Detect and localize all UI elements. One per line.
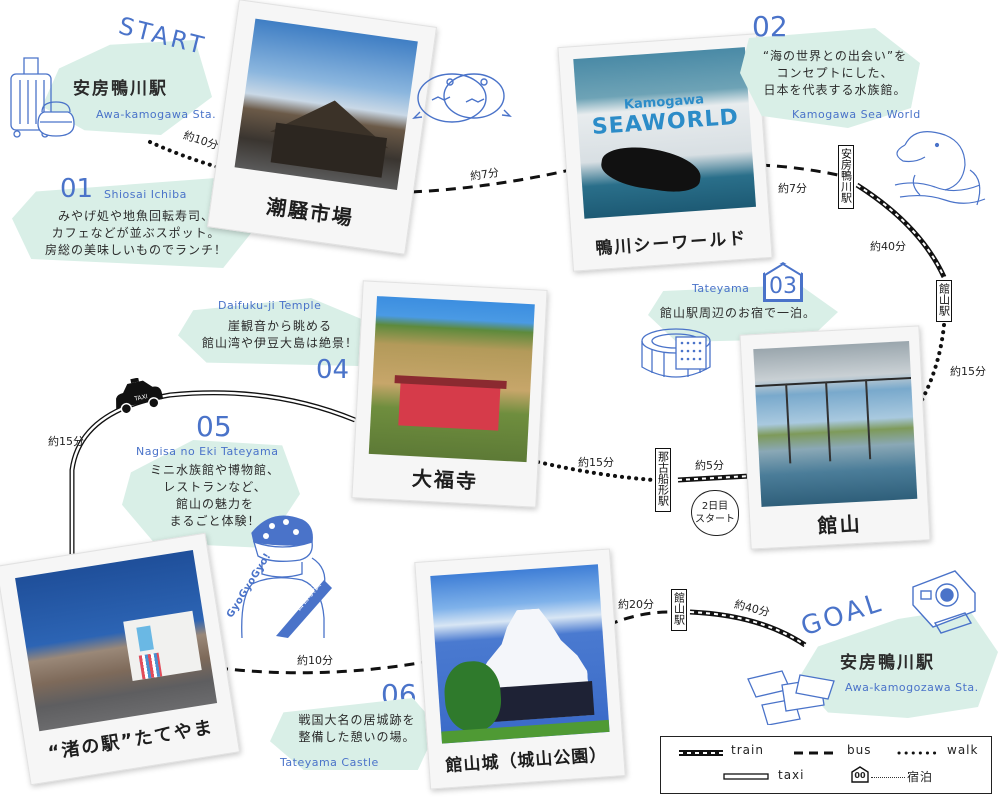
spot-01-number: 01 [60, 174, 94, 204]
spot-05-photo [15, 549, 218, 732]
legend-taxi-line [723, 773, 769, 780]
spot-06-photo-card[interactable]: 館山城（城山公園） [414, 548, 626, 790]
spot-06-caption: 館山城（城山公園） [444, 745, 608, 777]
wooden-bath-tub-icon [641, 328, 711, 378]
spot-04-photo [368, 296, 535, 463]
spot-02-photo: Kamogawa SEAWORLD [573, 47, 757, 219]
spot-03-caption: 館山 [816, 511, 863, 539]
spot-06-name-en: Tateyama Castle [280, 756, 379, 769]
legend-stay-label: 宿泊 [907, 770, 934, 784]
bus-route-06-to-station [607, 610, 669, 627]
spot-04-description: 崖観音から眺める 館山湾や伊豆大島は絶景！ [201, 319, 358, 350]
orca-shape [598, 142, 704, 196]
spot-01-photo-card[interactable]: 潮騒市場 [206, 0, 438, 255]
route-legend: train bus walk taxi 00 宿泊 [660, 736, 992, 794]
spot-02-name-en: Kamogawa Sea World [792, 108, 921, 121]
legend-walk-label: walk [947, 743, 979, 757]
legend-stay-dots [871, 777, 905, 778]
spot-05-name-en: Nagisa no Eki Tateyama [136, 445, 279, 458]
spot-04-photo-card[interactable]: 大福寺 [351, 280, 548, 508]
start-station-name-en: Awa-kamogawa Sta. [96, 108, 217, 121]
spot-03-photo [753, 340, 918, 507]
time-station-to-03: 約15分 [950, 365, 986, 378]
dolphin-illustration-icon [894, 131, 986, 206]
spot-05-number: 05 [196, 410, 232, 443]
legend-bus-line [794, 751, 838, 755]
legend-walk-line [897, 751, 941, 755]
walk-route-station-to-03 [920, 323, 946, 402]
station-master-mascot-icon: 名誉駅長 [241, 515, 332, 638]
day2-start-bubble: 2日目 スタート [691, 490, 739, 536]
legend-stay-badge: 00 [851, 766, 869, 783]
station-awakamogawa: 安房鴨川駅 [838, 145, 854, 209]
spot-02-caption: 鴨川シーワールド [594, 228, 748, 260]
start-station-name: 安房鴨川駅 [73, 79, 168, 99]
spot-02-description: “海の世界との出会い”を コンセプトにした、 日本を代表する水族館。 [762, 49, 908, 97]
spot-05-description: ミニ水族館や博物館、 レストランなど、 館山の魅力を まるごと体験！ [149, 463, 280, 528]
suitcase-and-bag-icon [10, 57, 75, 138]
spot-02-blob [740, 28, 920, 128]
svg-text:TAXI: TAXI [133, 393, 149, 403]
scattered-photos-icon [747, 670, 835, 725]
spot-06-description: 戦国大名の居城跡を 整備した憩いの場。 [298, 713, 416, 744]
spot-04-name-en: Daifuku-ji Temple [218, 299, 322, 312]
station-nagofunakata: 那古船形駅 [655, 448, 671, 512]
time-04-to-05-taxi: 約15分 [48, 435, 84, 448]
spot-06-photo [430, 564, 610, 744]
time-nagofunakata-to-04: 約15分 [578, 456, 614, 469]
spot-01-name-en: Shiosai Ichiba [104, 188, 187, 201]
taxi-icon: TAXI [116, 378, 164, 414]
bus-route-01-to-02 [411, 168, 571, 194]
bus-route-05-to-06 [217, 660, 426, 675]
instant-camera-icon [912, 570, 976, 634]
spot-01-photo [234, 18, 418, 191]
spot-03-photo-card[interactable]: 館山 [739, 325, 931, 550]
legend-bus-label: bus [847, 743, 872, 757]
house-outline [764, 262, 802, 301]
sea-world-logo: Kamogawa SEAWORLD [591, 92, 740, 140]
time-03-to-nagofunakata: 約5分 [695, 459, 724, 472]
walk-route-04-to-station [536, 460, 656, 482]
spot-01-description: みやげ処や地魚回転寿司、 カフェなどが並ぶスポット。 房総の美味しいものでランチ… [44, 209, 227, 257]
spot-02-number: 02 [752, 10, 788, 43]
station-tateyama-bottom: 館山駅 [671, 589, 687, 631]
train-route-bottom [689, 609, 807, 648]
spot-03-description: 館山駅周辺のお宿で一泊。 [660, 306, 817, 320]
spot-04-caption: 大福寺 [411, 466, 479, 494]
house-outline-icon [851, 766, 869, 783]
walk-route-start-to-01 [148, 140, 237, 174]
train-route-middle [677, 473, 751, 483]
spot-03-name-en: Tateyama [692, 282, 750, 295]
goal-station-name: 安房鴨川駅 [840, 653, 935, 673]
station-tateyama-top: 館山駅 [936, 280, 952, 322]
legend-train-label: train [731, 743, 764, 757]
time-06-to-station: 約20分 [618, 598, 654, 611]
time-train-awakamogawa-to-tateyama: 約40分 [870, 240, 906, 253]
spot-05-photo-card[interactable]: “渚の駅”たてやま [0, 532, 241, 786]
spot-04-number: 04 [316, 355, 350, 385]
temple-red [398, 381, 501, 431]
fish-illustration-icon [412, 73, 512, 123]
spot-02-photo-card[interactable]: Kamogawa SEAWORLD 鴨川シーワールド [557, 33, 773, 272]
spot-04-blob [178, 298, 368, 366]
time-02-to-station: 約7分 [778, 182, 807, 195]
spot-01-caption: 潮騒市場 [264, 194, 356, 231]
legend-train-line [679, 750, 723, 756]
spot-03-house-badge: 03 [763, 262, 803, 302]
goal-station-name-en: Awa-kamogozawa Sta. [845, 681, 979, 694]
time-05-to-06: 約10分 [297, 654, 333, 667]
bus-route-02-to-station [759, 163, 839, 177]
legend-taxi-label: taxi [778, 768, 805, 782]
